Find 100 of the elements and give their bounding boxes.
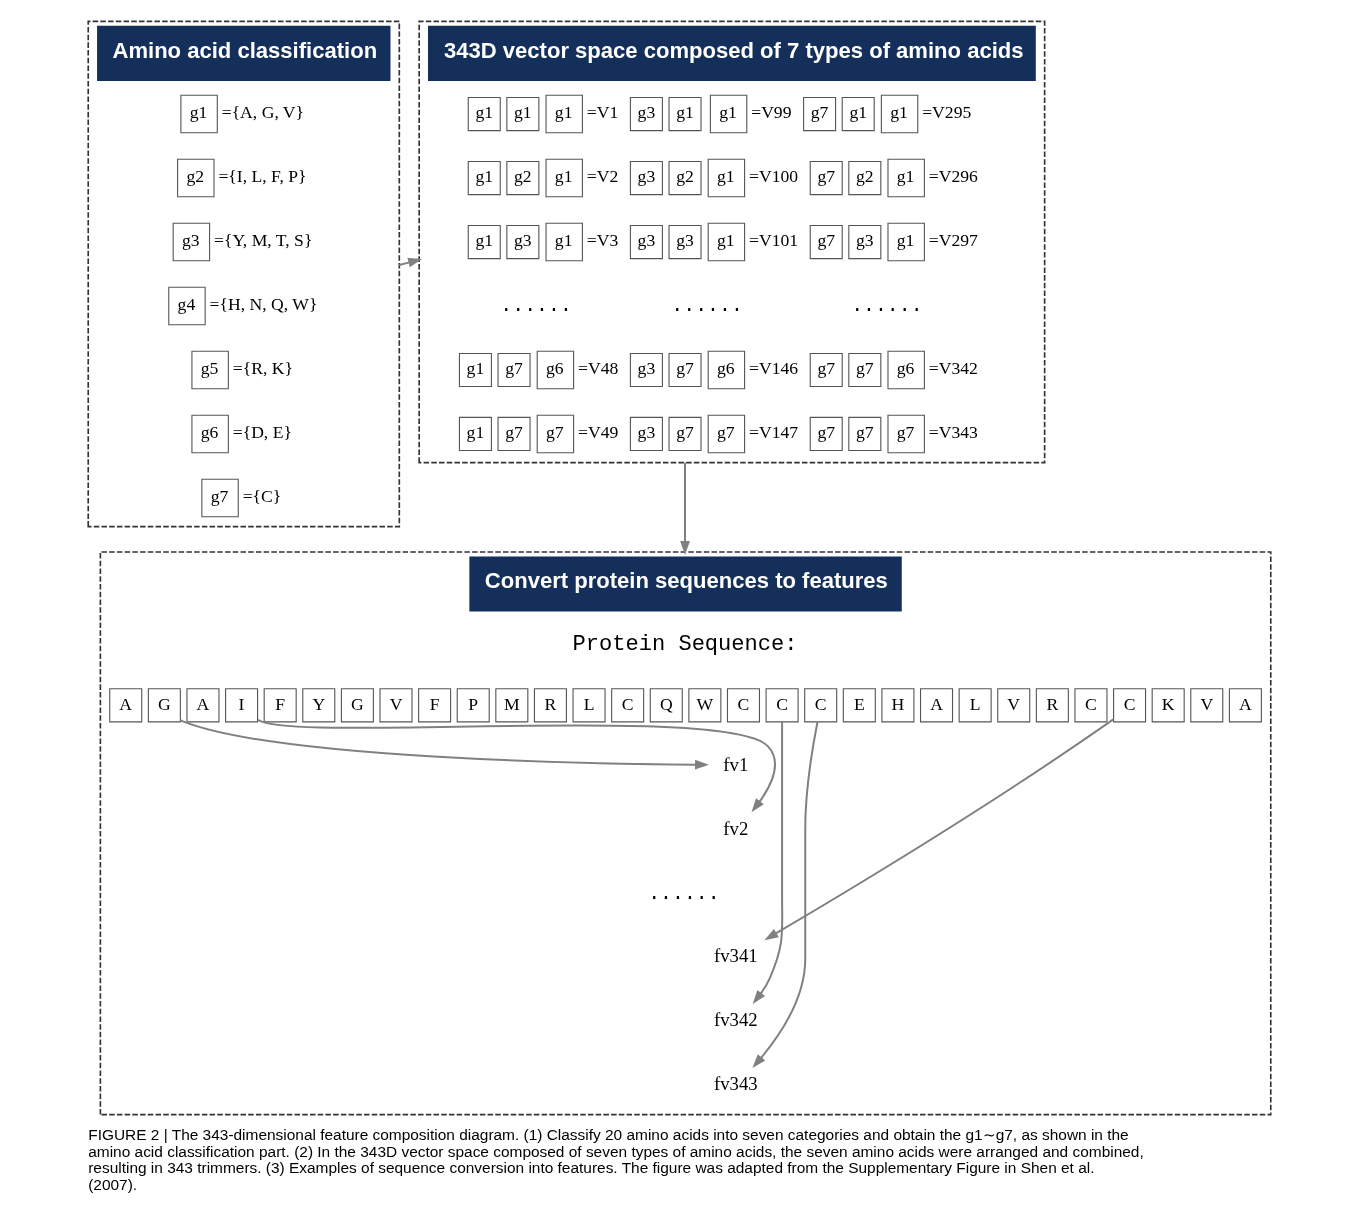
node-box: g3: [629, 416, 663, 452]
node-box: G: [147, 688, 181, 723]
node-label: =V100: [748, 166, 798, 187]
node-box: g1: [505, 96, 539, 132]
node-box: V: [378, 688, 413, 723]
node-label: =V343: [928, 422, 978, 443]
node-box: C: [765, 688, 799, 723]
node-box: g5: [190, 350, 229, 390]
node-box: g7: [667, 416, 702, 452]
node-box: A: [108, 688, 142, 723]
node-box: g7: [886, 414, 925, 454]
arrow: [397, 257, 422, 268]
node-box: g3: [629, 352, 663, 388]
node-label: =V49: [577, 422, 618, 443]
label: Protein Sequence:: [572, 632, 797, 658]
node-box: g7: [809, 224, 843, 260]
node-box: F: [263, 688, 297, 723]
node-box: g4: [167, 286, 206, 326]
node-box: g7: [707, 414, 745, 454]
node-box: g1: [707, 158, 745, 198]
node-box: g1: [467, 224, 501, 260]
node-label: =V342: [928, 358, 978, 379]
node-box: g3: [629, 224, 663, 260]
node-box: R: [1035, 688, 1069, 723]
node-label: ={D, E}: [232, 422, 292, 443]
node-label: =V101: [748, 230, 798, 251]
node-box: g6: [707, 350, 745, 390]
node-label: =V147: [748, 422, 798, 443]
node-box: Y: [301, 688, 335, 723]
node-label: ={C}: [242, 486, 281, 507]
node-box: g1: [886, 222, 925, 262]
node-label: =V295: [921, 102, 971, 123]
node-box: g2: [847, 160, 881, 196]
node-box: V: [1189, 688, 1223, 723]
node-box: g7: [200, 478, 239, 518]
arrow: [751, 721, 818, 1068]
node-box: g1: [841, 96, 875, 132]
node-box: g1: [709, 94, 747, 134]
node-box: g1: [707, 222, 745, 262]
node-box: L: [572, 688, 606, 723]
node-box: g3: [629, 96, 663, 132]
node-box: K: [1151, 688, 1185, 723]
node-box: g7: [809, 160, 843, 196]
node-label: =V3: [586, 230, 618, 251]
node-box: Q: [649, 688, 683, 723]
node-box: A: [185, 688, 219, 723]
node-box: g3: [847, 224, 881, 260]
arrow: [763, 718, 1114, 941]
node-box: g3: [505, 224, 539, 260]
node-box: g1: [458, 416, 492, 452]
node-box: A: [1228, 688, 1262, 723]
node-box: g7: [847, 416, 881, 452]
node-box: E: [842, 688, 876, 723]
node-box: g2: [176, 158, 215, 198]
node-box: g7: [809, 352, 843, 388]
node-box: g3: [667, 224, 702, 260]
node-box: g1: [467, 96, 501, 132]
node-label: =V48: [577, 358, 618, 379]
node-text: fv1: [722, 753, 748, 775]
node-box: g1: [544, 158, 583, 198]
node-box: g7: [497, 416, 531, 452]
arrow: [178, 719, 709, 770]
node-label: =V146: [748, 358, 798, 379]
node-label: =V297: [928, 230, 978, 251]
node-box: C: [1073, 688, 1107, 723]
node-box: g7: [809, 416, 843, 452]
label: ......: [670, 293, 743, 317]
node-label: =V2: [586, 166, 618, 187]
label: ......: [647, 881, 720, 905]
node-label: ={A, G, V}: [221, 102, 304, 123]
arrow: [256, 718, 776, 813]
node-box: g6: [190, 414, 229, 454]
node-label: ={Y, M, T, S}: [213, 230, 312, 251]
node-label: =V1: [586, 102, 618, 123]
node-box: F: [417, 688, 451, 723]
node-box: V: [996, 688, 1030, 723]
node-box: g1: [886, 158, 925, 198]
label: ......: [499, 293, 572, 317]
node-box: C: [610, 688, 644, 723]
node-box: C: [726, 688, 760, 723]
node-label: ={R, K}: [232, 358, 293, 379]
node-box: R: [533, 688, 567, 723]
caption: FIGURE 2 | The 343-dimensional feature composition diagram. (1) Classify 20 amino acids into seven categories and obtain the g1∼g7, as shown in the amino acid classification part. (2) In the 343D vector space composed of seven types of amino acids, the seven amino acids were arranged and combined, resulting in 343 trimmers. (3) Examples of sequence conversion into features. The figure was adapted from the Supplementary Figure in Shen et al. (2007).: [87, 1126, 1144, 1193]
node-box: G: [340, 688, 374, 723]
node-box: L: [958, 688, 992, 723]
node-box: g1: [179, 94, 218, 134]
node-box: g3: [172, 222, 210, 262]
node-box: g7: [802, 96, 836, 132]
label: ......: [850, 293, 923, 317]
node-box: g3: [629, 160, 663, 196]
node-box: C: [803, 688, 837, 723]
node-label: ={H, N, Q, W}: [209, 294, 317, 315]
node-box: g2: [505, 160, 539, 196]
node-box: I: [224, 688, 258, 723]
node-box: H: [880, 688, 914, 723]
node-text: fv342: [713, 1009, 758, 1031]
node-box: g1: [880, 94, 918, 134]
node-box: P: [456, 688, 490, 723]
node-label: =V296: [928, 166, 978, 187]
node-box: g7: [536, 414, 574, 454]
